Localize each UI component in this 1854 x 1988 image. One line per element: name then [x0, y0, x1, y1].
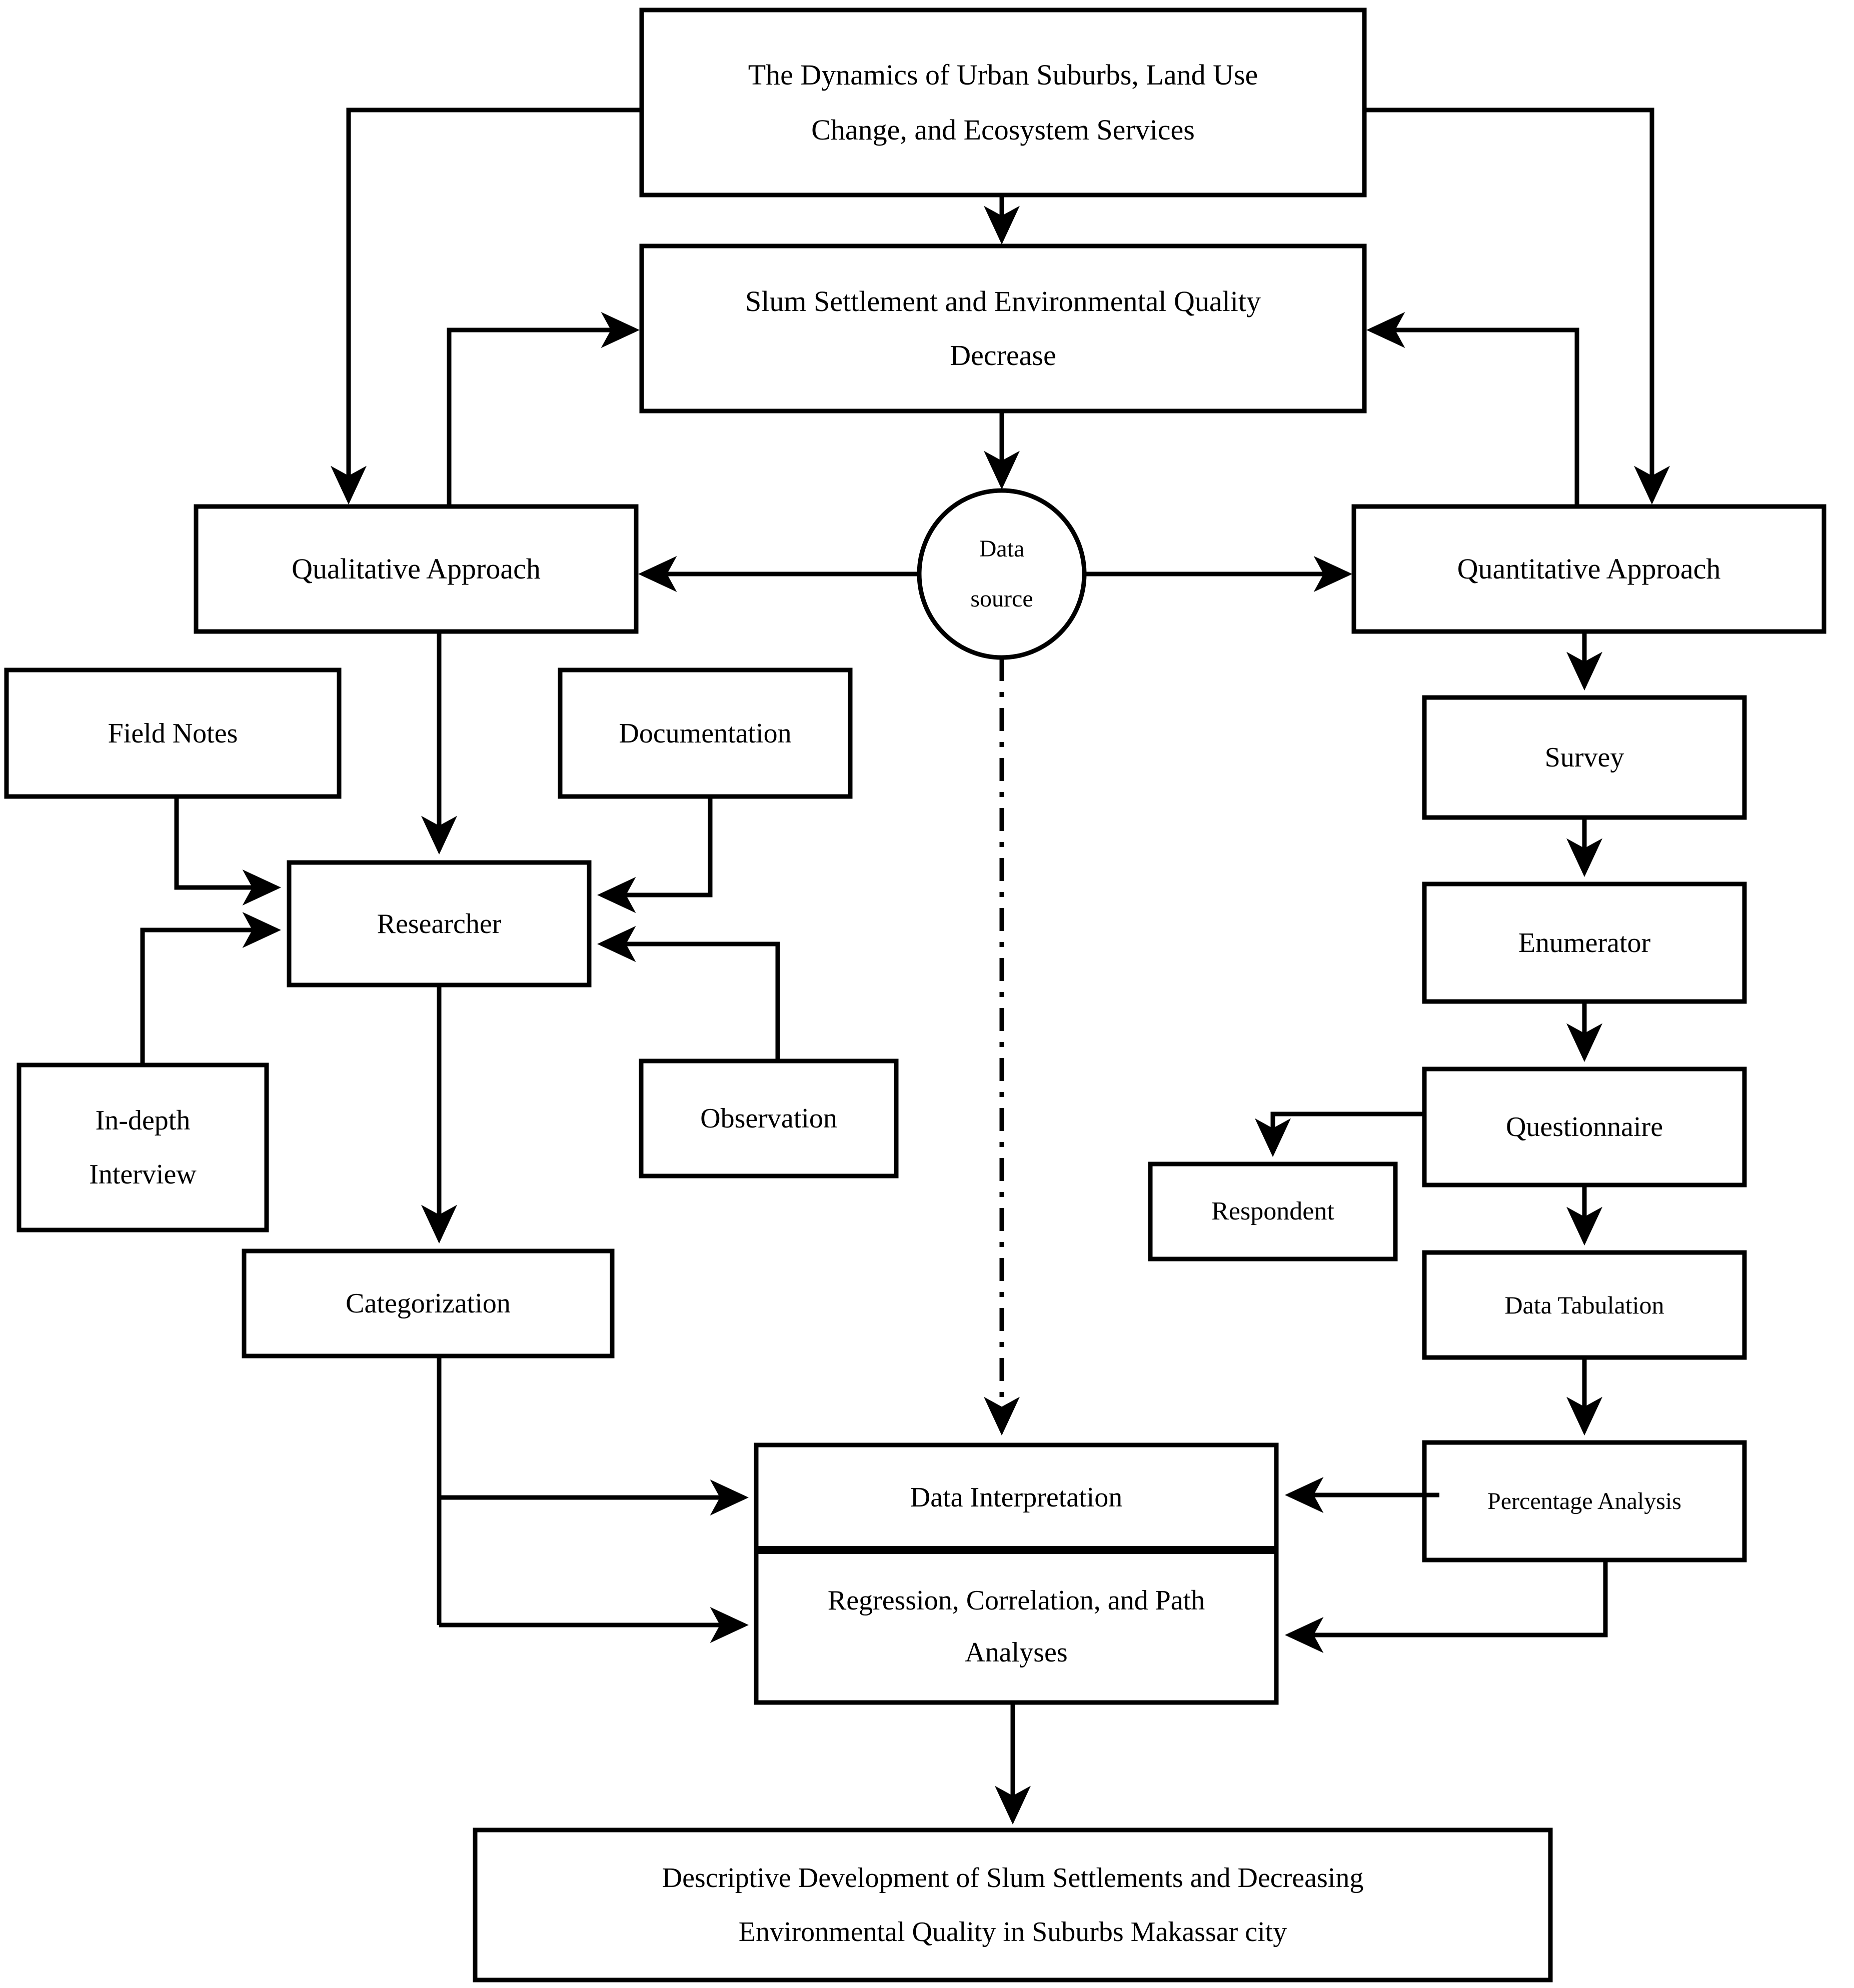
- edge-interview-researcher: [140, 912, 282, 1065]
- shape-regression-analyses: [754, 1548, 1279, 1705]
- shape-enumerator: [1422, 882, 1747, 1004]
- edge-title-qualitative: [331, 108, 642, 505]
- shape-respondent: [1148, 1162, 1398, 1262]
- shape-field-notes: [4, 668, 342, 799]
- shape-survey: [1422, 695, 1747, 820]
- shape-quantitative-approach: [1351, 504, 1826, 634]
- shape-data-source: [917, 488, 1087, 660]
- edge-percentage-regression: [1284, 1560, 1608, 1653]
- shape-documentation: [558, 668, 853, 799]
- connector-lines: [140, 108, 1670, 1825]
- shape-problem: [639, 244, 1367, 414]
- edge-observation-researcher: [597, 926, 780, 1061]
- edge-questionnaire-respondent: [1255, 1112, 1424, 1158]
- shape-conclusion: [473, 1828, 1553, 1982]
- shape-data-tabulation: [1422, 1250, 1747, 1360]
- edge-quantitative-problem: [1366, 312, 1579, 506]
- edge-fieldnotes-researcher: [174, 796, 282, 906]
- edge-documentation-researcher: [597, 796, 713, 913]
- edge-qualitative-problem: [447, 312, 640, 506]
- edge-title-quantitative: [1364, 108, 1670, 505]
- shape-observation: [639, 1058, 899, 1178]
- shape-qualitative-approach: [194, 504, 639, 634]
- node-shapes: [4, 8, 1826, 1982]
- shape-data-interpretation: [754, 1442, 1279, 1552]
- shape-research-title: [639, 8, 1367, 198]
- shape-questionnaire: [1422, 1066, 1747, 1188]
- shape-percentage-analysis: [1422, 1440, 1747, 1562]
- shape-researcher: [287, 860, 592, 988]
- shape-in-depth-interview: [17, 1062, 269, 1232]
- shape-categorization: [242, 1248, 615, 1358]
